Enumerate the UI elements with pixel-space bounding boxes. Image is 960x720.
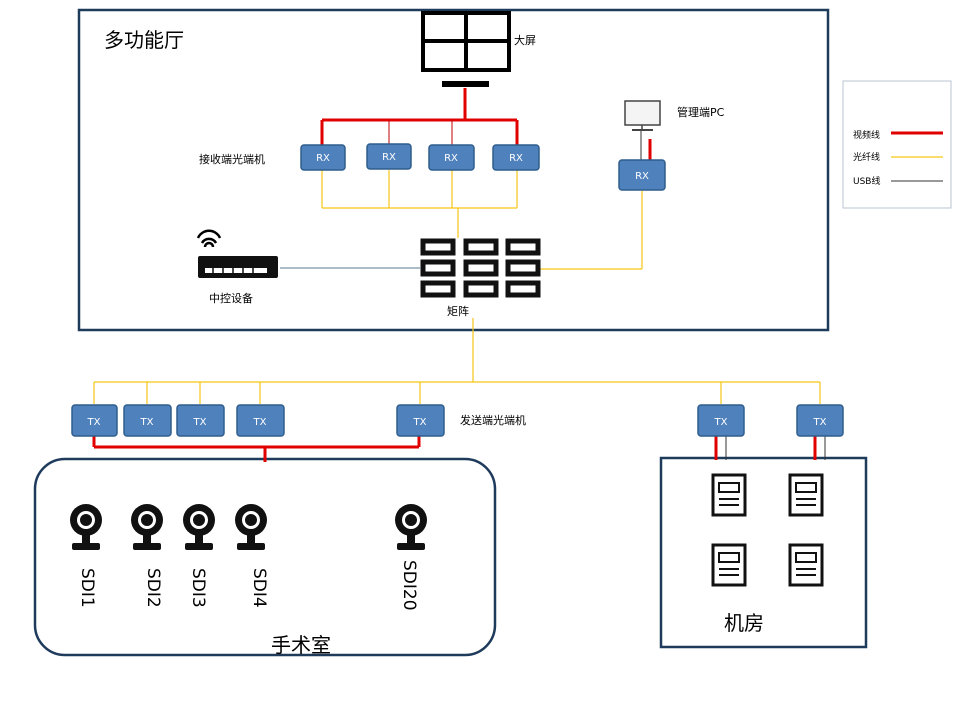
tx-node-label: TX xyxy=(87,417,101,428)
video-thin-lines xyxy=(388,120,453,146)
tx-node-label: TX xyxy=(193,417,207,428)
tx-node-label: TX xyxy=(413,417,427,428)
big-screen-icon xyxy=(421,11,511,87)
tx-node-label: TX xyxy=(140,417,154,428)
server-icon xyxy=(711,543,747,587)
legend: 视频线 光纤线 USB线 xyxy=(842,80,952,209)
tx-node-2: TX xyxy=(123,404,172,437)
camera-label-sdi1: SDI1 xyxy=(77,568,97,608)
rx-node-4: RX xyxy=(492,144,540,171)
matrix-icon xyxy=(420,238,541,298)
screen-label: 大屏 xyxy=(514,33,536,47)
tx-node-4: TX xyxy=(236,404,285,437)
usb-lines xyxy=(640,129,826,460)
camera-icon xyxy=(70,504,102,550)
tx-node-3: TX xyxy=(176,404,225,437)
mgmt-pc-label: 管理端PC xyxy=(677,105,725,119)
camera-label-sdi3: SDI3 xyxy=(188,568,208,608)
tx-node-label: TX xyxy=(813,417,827,428)
tx-node-6: TX xyxy=(697,404,745,437)
camera-icon xyxy=(131,504,163,550)
controller-icon xyxy=(196,229,278,278)
matrix-label: 矩阵 xyxy=(447,304,469,318)
rx-node-label: RX xyxy=(316,153,330,164)
controller-label: 中控设备 xyxy=(209,291,253,305)
rx-node-pc: RX xyxy=(618,159,666,191)
camera-icon xyxy=(235,504,267,550)
server-icon xyxy=(788,473,824,517)
tx-node-7: TX xyxy=(796,404,844,437)
machine-room-frame xyxy=(659,456,868,649)
rx-node-label: RX xyxy=(444,153,458,164)
legend-usb-label: USB线 xyxy=(853,175,880,187)
camera-label-sdi2: SDI2 xyxy=(143,568,163,608)
tx-node-label: TX xyxy=(253,417,267,428)
server-icon xyxy=(788,543,824,587)
rx-node-1: RX xyxy=(300,144,346,171)
or-frame xyxy=(33,457,497,657)
camera-icon xyxy=(395,504,427,550)
pc-icon xyxy=(624,100,661,131)
tx-group-label: 发送端光端机 xyxy=(460,413,526,427)
legend-video-label: 视频线 xyxy=(853,129,880,141)
rx-node-label: RX xyxy=(509,153,523,164)
camera-icon xyxy=(183,504,215,550)
rx-group-label: 接收端光端机 xyxy=(199,152,265,166)
tx-node-label: TX xyxy=(714,417,728,428)
fiber-lines xyxy=(93,170,821,404)
rx-node-2: RX xyxy=(366,143,412,170)
camera-label-sdi20: SDI20 xyxy=(399,560,419,611)
camera-label-sdi4: SDI4 xyxy=(249,568,269,608)
tx-node-5: TX xyxy=(396,404,445,437)
or-title: 手术室 xyxy=(271,633,331,657)
legend-fiber-label: 光纤线 xyxy=(853,151,880,163)
rx-node-label: RX xyxy=(635,171,649,182)
hall-title: 多功能厅 xyxy=(104,28,184,52)
tx-node-1: TX xyxy=(71,404,118,437)
rx-node-label: RX xyxy=(382,152,396,163)
video-lines xyxy=(92,88,817,462)
machine-room-title: 机房 xyxy=(724,611,764,635)
server-icon xyxy=(711,473,747,517)
hall-frame xyxy=(77,8,830,332)
rx-node-3: RX xyxy=(428,144,475,171)
